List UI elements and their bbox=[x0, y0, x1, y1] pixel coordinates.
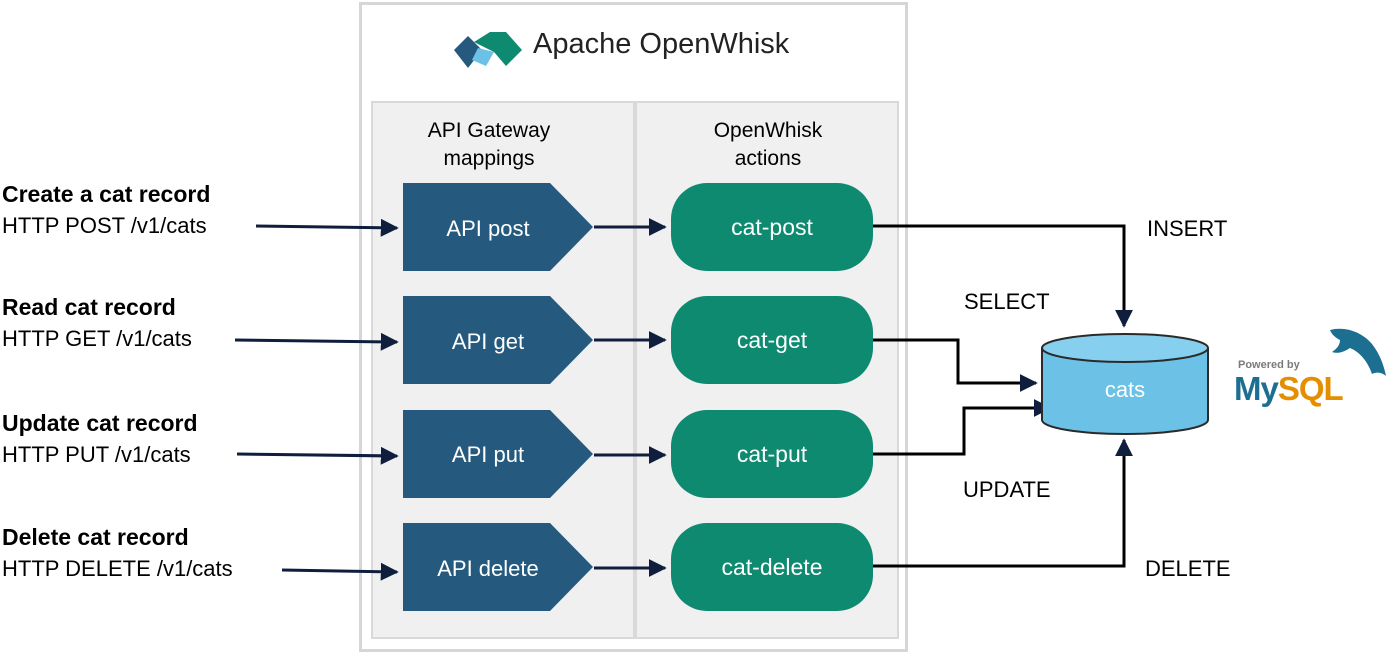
actions-header-line1: OpenWhisk bbox=[713, 119, 823, 142]
database-cylinder bbox=[1041, 333, 1209, 435]
mysql-powered-by: Powered by bbox=[1238, 359, 1300, 371]
connector-update bbox=[873, 399, 1052, 456]
op-delete-label: DELETE bbox=[1145, 556, 1231, 581]
openwhisk-logo-icon bbox=[454, 32, 522, 68]
gateway-api-post: API post bbox=[446, 216, 530, 241]
action-cat-delete: cat-delete bbox=[671, 523, 873, 611]
request-title-read: Read cat record bbox=[2, 294, 176, 320]
mysql-logo-sql: SQL bbox=[1277, 370, 1344, 407]
connector-insert bbox=[873, 224, 1133, 328]
mysql-dolphin-icon bbox=[1330, 328, 1386, 376]
gateway-header-line1: API Gateway bbox=[427, 119, 551, 142]
connector-select bbox=[873, 338, 1038, 392]
request-method-delete: HTTP DELETE /v1/cats bbox=[2, 556, 233, 581]
database-name: cats bbox=[1104, 377, 1146, 402]
gateway-shape-get bbox=[403, 296, 593, 384]
gateway-shape-delete bbox=[403, 523, 593, 611]
gateway-shape-post bbox=[403, 183, 593, 271]
gateway-api-put: API put bbox=[451, 442, 525, 467]
actions-header-line2: actions bbox=[734, 147, 802, 170]
arrow-request-get bbox=[234, 332, 399, 351]
action-cat-post: cat-post bbox=[671, 183, 873, 271]
request-title-delete: Delete cat record bbox=[2, 524, 189, 550]
gateway-header-line2: mappings bbox=[443, 147, 535, 170]
op-select-label: SELECT bbox=[964, 289, 1050, 314]
app-title: Apache OpenWhisk bbox=[533, 28, 790, 60]
gateway-shape-put bbox=[403, 410, 593, 498]
arrow-request-delete bbox=[281, 562, 399, 581]
gateway-api-get: API get bbox=[451, 329, 525, 354]
action-cat-get: cat-get bbox=[671, 296, 873, 384]
op-update-label: UPDATE bbox=[963, 477, 1051, 502]
gateway-column-header: API Gateway mappings bbox=[357, 117, 621, 173]
arrow-request-post bbox=[255, 218, 399, 237]
request-method-read: HTTP GET /v1/cats bbox=[2, 326, 192, 351]
request-title-update: Update cat record bbox=[2, 410, 198, 436]
op-insert-label: INSERT bbox=[1147, 216, 1228, 241]
connector-delete bbox=[873, 438, 1133, 568]
request-method-create: HTTP POST /v1/cats bbox=[2, 213, 207, 238]
action-cat-put: cat-put bbox=[671, 410, 873, 498]
gateway-api-delete: API delete bbox=[437, 556, 539, 581]
request-title-create: Create a cat record bbox=[2, 181, 211, 207]
mysql-logo-my: My bbox=[1234, 370, 1279, 407]
mysql-logo: MySQL bbox=[1234, 370, 1344, 407]
actions-column-header: OpenWhisk actions bbox=[636, 117, 900, 173]
request-method-update: HTTP PUT /v1/cats bbox=[2, 442, 191, 467]
arrow-request-put bbox=[236, 446, 399, 465]
